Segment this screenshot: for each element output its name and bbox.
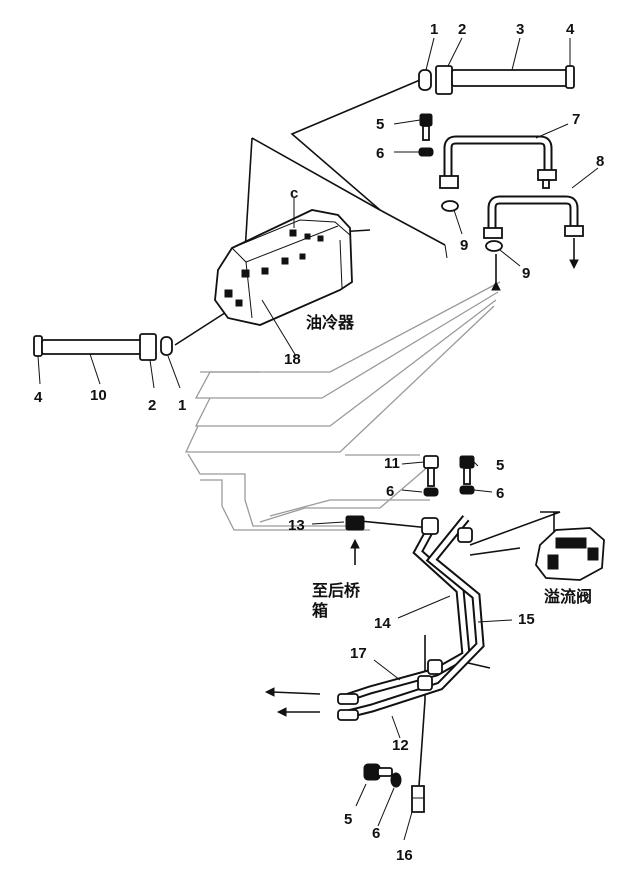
flange-8b — [564, 225, 584, 237]
top-cylinder-assembly — [418, 65, 575, 95]
label-6-top: 6 — [376, 145, 384, 162]
bent-pipe-8 — [483, 195, 584, 291]
label-6-bottom: 6 — [372, 825, 380, 842]
left-cylinder-assembly — [33, 333, 173, 361]
flange-7b — [537, 169, 557, 181]
pipe-bundle — [264, 515, 485, 721]
label-c: c — [290, 185, 298, 202]
part-number-labels: 1 2 3 4 5 6 7 8 9 9 c 18 4 10 2 1 11 5 6… — [34, 21, 604, 864]
frame-outline — [184, 281, 501, 531]
label-18: 18 — [284, 351, 301, 368]
cap-left — [33, 335, 43, 357]
label-2-left: 2 — [148, 397, 156, 414]
label-5-top: 5 — [376, 116, 384, 133]
leader-lines — [174, 79, 561, 801]
label-9b: 9 — [522, 265, 530, 282]
caption-to-rear-axle: 至后桥 — [312, 581, 361, 600]
label-1-top: 1 — [430, 21, 438, 38]
flange-8a — [483, 227, 503, 239]
label-15: 15 — [518, 611, 535, 628]
flange-7a — [439, 175, 459, 189]
label-10: 10 — [90, 387, 107, 404]
captions: 油冷器 至后桥 箱 溢流阀 — [306, 313, 592, 620]
oil-cooler-body — [214, 198, 353, 326]
o-ring-left — [160, 336, 173, 356]
label-5-bottom: 5 — [344, 811, 352, 828]
label-5-mid: 5 — [496, 457, 504, 474]
caption-oil-cooler: 油冷器 — [306, 313, 355, 332]
cap-top — [565, 65, 575, 89]
o-ring-9a — [441, 200, 459, 212]
collar-left — [139, 333, 157, 361]
label-13: 13 — [288, 517, 305, 534]
collar-top — [435, 65, 453, 95]
fitting-13 — [345, 515, 365, 565]
label-6-mid-left: 6 — [386, 483, 394, 500]
callout-leaders — [37, 37, 599, 841]
label-14: 14 — [374, 615, 391, 632]
label-17: 17 — [350, 645, 367, 662]
label-4-top: 4 — [566, 21, 575, 38]
bent-pipe-7 — [439, 135, 557, 212]
label-4-left: 4 — [34, 389, 43, 406]
bolt-washer-top — [418, 113, 434, 157]
label-3: 3 — [516, 21, 524, 38]
o-ring-9b — [485, 240, 503, 252]
o-ring-top — [418, 69, 432, 91]
caption-overflow-valve: 溢流阀 — [544, 587, 592, 606]
label-1-left: 1 — [178, 397, 186, 414]
label-8: 8 — [596, 153, 604, 170]
mid-bolts — [423, 455, 475, 497]
label-9a: 9 — [460, 237, 468, 254]
label-16: 16 — [396, 847, 413, 864]
label-6-mid-right: 6 — [496, 485, 504, 502]
pipe-10 — [41, 339, 143, 355]
label-11: 11 — [384, 455, 400, 472]
label-7: 7 — [572, 111, 580, 128]
caption-to-rear-axle-box: 箱 — [312, 601, 328, 620]
overflow-valve — [535, 527, 605, 581]
pipe-3 — [451, 69, 568, 87]
label-12: 12 — [392, 737, 409, 754]
bottom-parts — [363, 763, 425, 813]
label-2-top: 2 — [458, 21, 466, 38]
